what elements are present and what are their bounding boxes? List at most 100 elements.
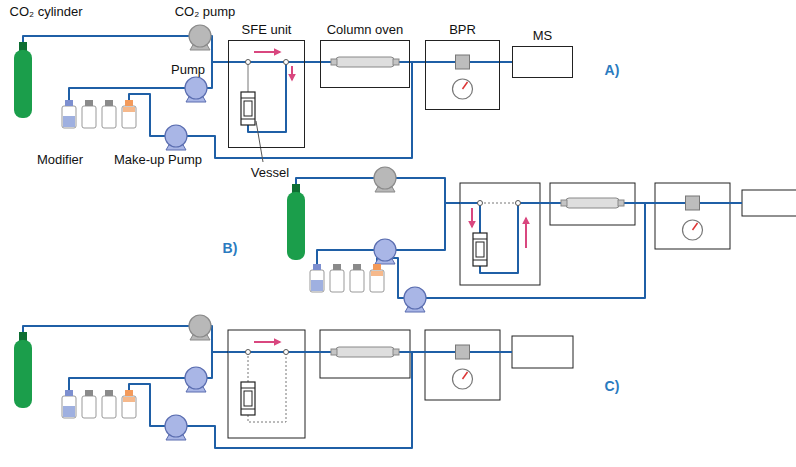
modifier-bottle bbox=[330, 270, 344, 292]
leader-line bbox=[256, 121, 263, 162]
pump-symbol bbox=[189, 315, 211, 337]
panel-label: A) bbox=[605, 62, 620, 79]
pump-symbol bbox=[374, 167, 396, 189]
pump-symbol bbox=[189, 25, 211, 47]
bottle-liquid bbox=[123, 397, 135, 402]
modifier-bottle bbox=[102, 396, 116, 418]
bottle-cap bbox=[85, 390, 93, 396]
valve-point bbox=[516, 201, 521, 206]
pump-symbol bbox=[374, 239, 396, 261]
modifier-bottle bbox=[62, 396, 76, 418]
unit-heading: BPR bbox=[449, 22, 476, 38]
bottle-cap bbox=[125, 390, 133, 396]
bpr-valve bbox=[456, 345, 470, 359]
panel-illustration bbox=[14, 315, 573, 448]
vessel-line bbox=[248, 352, 249, 382]
valve-point bbox=[246, 60, 251, 65]
panel-label: B) bbox=[223, 240, 238, 257]
column-fitting bbox=[331, 349, 337, 355]
bypass-line bbox=[480, 203, 518, 204]
bottle-cap bbox=[333, 264, 341, 270]
unit-box bbox=[320, 330, 410, 378]
column-fitting bbox=[331, 59, 337, 65]
unit-heading: SFE unit bbox=[242, 22, 292, 38]
flow-connector bbox=[410, 61, 425, 63]
flow-connector bbox=[305, 61, 320, 63]
part-label: CO₂ pump bbox=[175, 4, 236, 20]
vessel-frit bbox=[473, 260, 487, 261]
unit-box bbox=[550, 183, 635, 225]
modifier-bottle bbox=[62, 106, 76, 128]
bottle-cap bbox=[313, 264, 321, 270]
modifier-bottle bbox=[102, 106, 116, 128]
panel-illustration bbox=[14, 25, 500, 162]
vessel-line bbox=[248, 62, 249, 92]
bottle-cap bbox=[105, 390, 113, 396]
bottle-cap bbox=[65, 390, 73, 396]
vessel-frit bbox=[241, 409, 255, 410]
modifier-bottle bbox=[82, 396, 96, 418]
bottle-cap bbox=[353, 264, 361, 270]
column bbox=[336, 57, 394, 67]
column bbox=[336, 347, 394, 357]
extraction-vessel bbox=[241, 92, 255, 125]
gauge-needle bbox=[693, 223, 698, 230]
bottle-cap bbox=[65, 100, 73, 106]
bottle-liquid bbox=[371, 271, 383, 276]
pump-symbol bbox=[185, 77, 207, 99]
modifier-bottle bbox=[122, 396, 136, 418]
modifier-bottle bbox=[310, 270, 324, 292]
bottle-cap bbox=[105, 100, 113, 106]
flow-arrow bbox=[525, 218, 527, 248]
valve-point bbox=[246, 350, 251, 355]
vessel-frit bbox=[241, 119, 255, 120]
modifier-bottle bbox=[370, 270, 384, 292]
column-fitting bbox=[618, 200, 624, 206]
co2-cylinder bbox=[14, 340, 32, 408]
bottle-cap bbox=[85, 100, 93, 106]
unit-box bbox=[460, 183, 540, 285]
bottle-liquid bbox=[311, 280, 323, 291]
modifier-line bbox=[207, 352, 212, 378]
modifier-bottle bbox=[82, 106, 96, 128]
extraction-line bbox=[480, 203, 540, 273]
part-label: CO₂ cylinder bbox=[10, 4, 83, 20]
co2-cylinder bbox=[287, 192, 305, 260]
modifier-bottle bbox=[350, 270, 364, 292]
flow-arrow bbox=[291, 66, 293, 80]
unit-box bbox=[425, 330, 500, 400]
solvent-line bbox=[69, 378, 185, 390]
modifier-line bbox=[396, 203, 445, 250]
valve-point bbox=[478, 201, 483, 206]
solvent-line bbox=[69, 88, 185, 100]
solvent-line bbox=[317, 250, 374, 264]
unit-box bbox=[228, 330, 305, 438]
part-label: Pump bbox=[171, 62, 205, 78]
pump-symbol bbox=[165, 415, 187, 437]
cylinder-neck bbox=[292, 184, 300, 193]
pressure-gauge bbox=[453, 369, 473, 389]
unit-box: SFE unit bbox=[228, 40, 305, 148]
flow-line bbox=[228, 61, 305, 63]
cylinder-neck bbox=[19, 332, 27, 341]
extraction-vessel bbox=[241, 382, 255, 415]
unit-box: MS bbox=[512, 46, 573, 78]
flow-connector bbox=[500, 61, 512, 63]
unit-heading: Column oven bbox=[327, 22, 404, 38]
bottle-cap bbox=[125, 100, 133, 106]
panel-illustration bbox=[287, 167, 796, 312]
bottle-liquid bbox=[63, 406, 75, 417]
bpr-valve bbox=[456, 55, 470, 69]
bpr-valve bbox=[686, 196, 700, 210]
bottle-cap bbox=[373, 264, 381, 270]
extraction-line bbox=[460, 203, 480, 233]
modifier-bottle bbox=[122, 106, 136, 128]
valve-point bbox=[284, 60, 289, 65]
part-label: Modifier bbox=[37, 152, 83, 168]
column-fitting bbox=[393, 349, 399, 355]
modifier-line bbox=[207, 62, 212, 88]
vessel-frit bbox=[241, 388, 255, 389]
vessel-frit bbox=[241, 98, 255, 99]
